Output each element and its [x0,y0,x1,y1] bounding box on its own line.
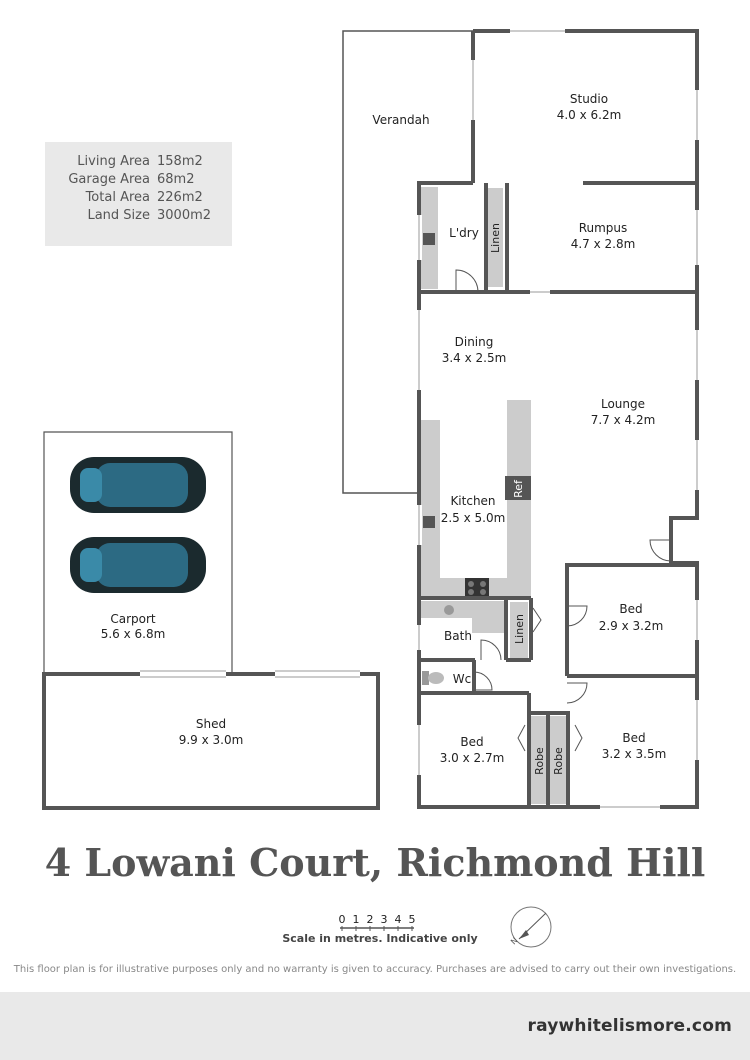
shed-window-glazing [140,670,360,678]
shower-tray [472,603,505,633]
lounge-label: Lounge [601,397,645,411]
fridge-label: Ref [512,479,525,498]
sinks [423,233,435,528]
kitchen-size: 2.5 x 5.0m [441,511,506,525]
lounge-size: 7.7 x 4.2m [591,413,656,427]
area-value: 3000m2 [157,208,212,223]
shed-label: Shed [196,717,226,731]
scale-tick-label: 2 [367,913,374,926]
robe1-label: Robe [533,747,546,775]
dining-size: 3.4 x 2.5m [442,351,507,365]
verandah-label: Verandah [372,113,429,127]
area-label: Garage Area [68,172,150,187]
basin [444,605,454,615]
bath-label: Bath [444,629,472,643]
studio-size: 4.0 x 6.2m [557,108,622,122]
laundry-sink [423,233,435,245]
compass-north-label: N [509,936,520,947]
area-value: 226m2 [157,190,203,205]
window-glazing [418,30,698,808]
fridge-block [505,476,531,500]
disclaimer: This floor plan is for illustrative purp… [13,964,737,975]
windows [416,28,700,810]
area-summary-box: Living Area 158m2 Garage Area 68m2 Total… [45,142,232,246]
scale-caption: Scale in metres. Indicative only [282,932,478,945]
linen-top-label: Linen [489,223,502,253]
north-arrow-icon [519,930,529,939]
property-address: 4 Lowani Court, Richmond Hill [44,840,706,885]
linen-mid-label: Linen [513,614,526,644]
verandah-outline [342,30,474,494]
linen-cupboard-mid [510,602,528,658]
dining-label: Dining [455,335,494,349]
robe-cupboard-2 [550,716,566,804]
kitchen-sink [423,516,435,528]
house-walls [417,29,699,809]
bed3-size: 3.2 x 3.5m [602,747,667,761]
scale-tick-label: 1 [353,913,360,926]
bed3-label: Bed [622,731,645,745]
scale-bar: 0 1 2 3 4 5 [339,913,416,931]
scale-tick-label: 3 [381,913,388,926]
area-value: 68m2 [157,172,195,187]
cooktop [465,578,489,598]
kitchen-label: Kitchen [450,494,495,508]
car-2 [70,537,206,593]
area-value: 158m2 [157,154,203,169]
toilet [422,671,444,685]
studio-label: Studio [570,92,608,106]
bed2-size: 3.0 x 2.7m [440,751,505,765]
carport-size: 5.6 x 6.8m [101,627,166,641]
door-swings [455,269,672,752]
website-link[interactable]: raywhitelismore.com [527,1016,732,1036]
scale-tick-label: 5 [409,913,416,926]
bed1-size: 2.9 x 3.2m [599,619,664,633]
wc-label: Wc [453,672,471,686]
area-label: Total Area [85,190,150,205]
scale-tick-label: 4 [395,913,402,926]
rumpus-label: Rumpus [579,221,628,235]
robe2-label: Robe [552,747,565,775]
car-1 [70,457,206,513]
shed-size: 9.9 x 3.0m [179,733,244,747]
area-label: Land Size [87,208,150,223]
robe-cupboard-1 [531,716,547,804]
area-label: Living Area [77,154,150,169]
bed1-label: Bed [619,602,642,616]
rumpus-size: 4.7 x 2.8m [571,237,636,251]
compass: N [509,906,552,948]
kitchen-bench-left [421,420,440,598]
carport-label: Carport [110,612,156,626]
bed2-label: Bed [460,735,483,749]
scale-tick-label: 0 [339,913,346,926]
laundry-label: L'dry [449,226,479,240]
linen-cupboard-top [488,188,503,287]
carport-outline [43,431,233,672]
floor-plan: Verandah Studio 4.0 x 6.2m L'dry Linen R… [42,28,700,948]
footer-bar: raywhitelismore.com [0,992,750,1060]
